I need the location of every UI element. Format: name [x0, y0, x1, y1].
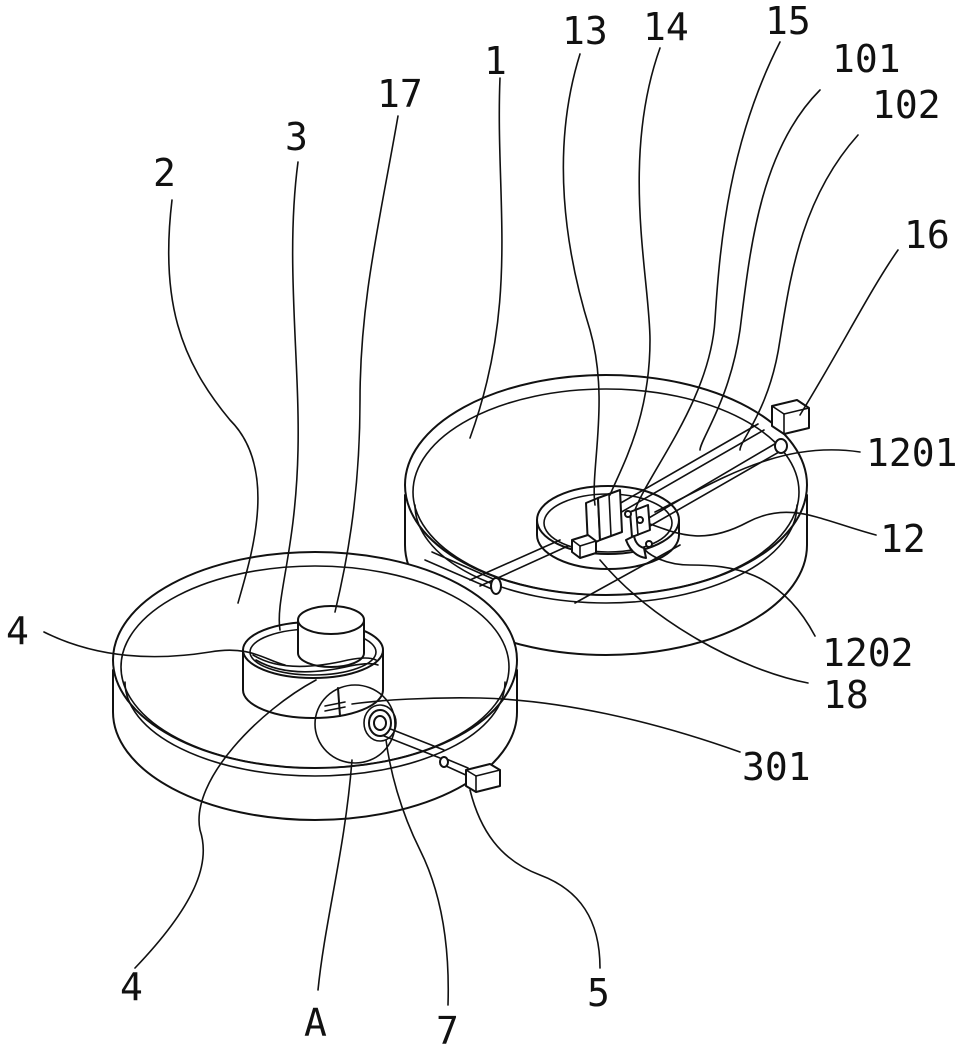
- label-16: 16: [904, 213, 950, 257]
- label-102: 102: [872, 83, 941, 127]
- component-5-block: [440, 757, 500, 792]
- label-7: 7: [436, 1009, 459, 1053]
- label-A: A: [304, 1001, 327, 1045]
- label-15: 15: [765, 0, 811, 43]
- part-1202-arc: [626, 536, 652, 558]
- label-18: 18: [823, 673, 869, 717]
- guide-rod-102-top: [642, 442, 778, 522]
- label-4-top: 4: [6, 609, 29, 653]
- leader-15: [635, 42, 780, 510]
- leader-14: [610, 48, 660, 495]
- leader-1: [470, 78, 502, 438]
- leader-18: [600, 560, 808, 683]
- label-14: 14: [643, 5, 689, 49]
- label-1201: 1201: [866, 431, 958, 475]
- leader-1201: [655, 450, 860, 512]
- leader-16: [800, 250, 898, 415]
- cylinder-17: [298, 606, 364, 667]
- leader-7: [386, 740, 448, 1005]
- guide-rod-end-cap: [775, 439, 787, 453]
- part-15-1201-12: [625, 505, 650, 537]
- reference-labels: 1 2 3 4 4 5 7 12 13 14 15 16 17 18 101 1…: [6, 0, 958, 1053]
- label-1202: 1202: [822, 631, 914, 675]
- leader-5: [470, 790, 600, 968]
- label-1: 1: [484, 39, 507, 83]
- leader-101: [700, 90, 820, 450]
- leader-12: [650, 512, 876, 536]
- label-4-bottom: 4: [120, 965, 143, 1009]
- label-5: 5: [587, 971, 610, 1015]
- block-18: [572, 535, 596, 558]
- label-3: 3: [285, 115, 308, 159]
- label-2: 2: [153, 151, 176, 195]
- leader-A: [318, 760, 352, 990]
- label-101: 101: [832, 37, 901, 81]
- leader-2: [169, 200, 258, 603]
- component-16-block: [772, 400, 809, 434]
- right-dish-inner-rim: [413, 389, 799, 595]
- label-301: 301: [742, 745, 811, 789]
- leader-17: [335, 116, 398, 612]
- label-17: 17: [377, 72, 423, 116]
- leader-13: [563, 54, 599, 505]
- label-13: 13: [562, 9, 608, 53]
- label-12: 12: [880, 517, 926, 561]
